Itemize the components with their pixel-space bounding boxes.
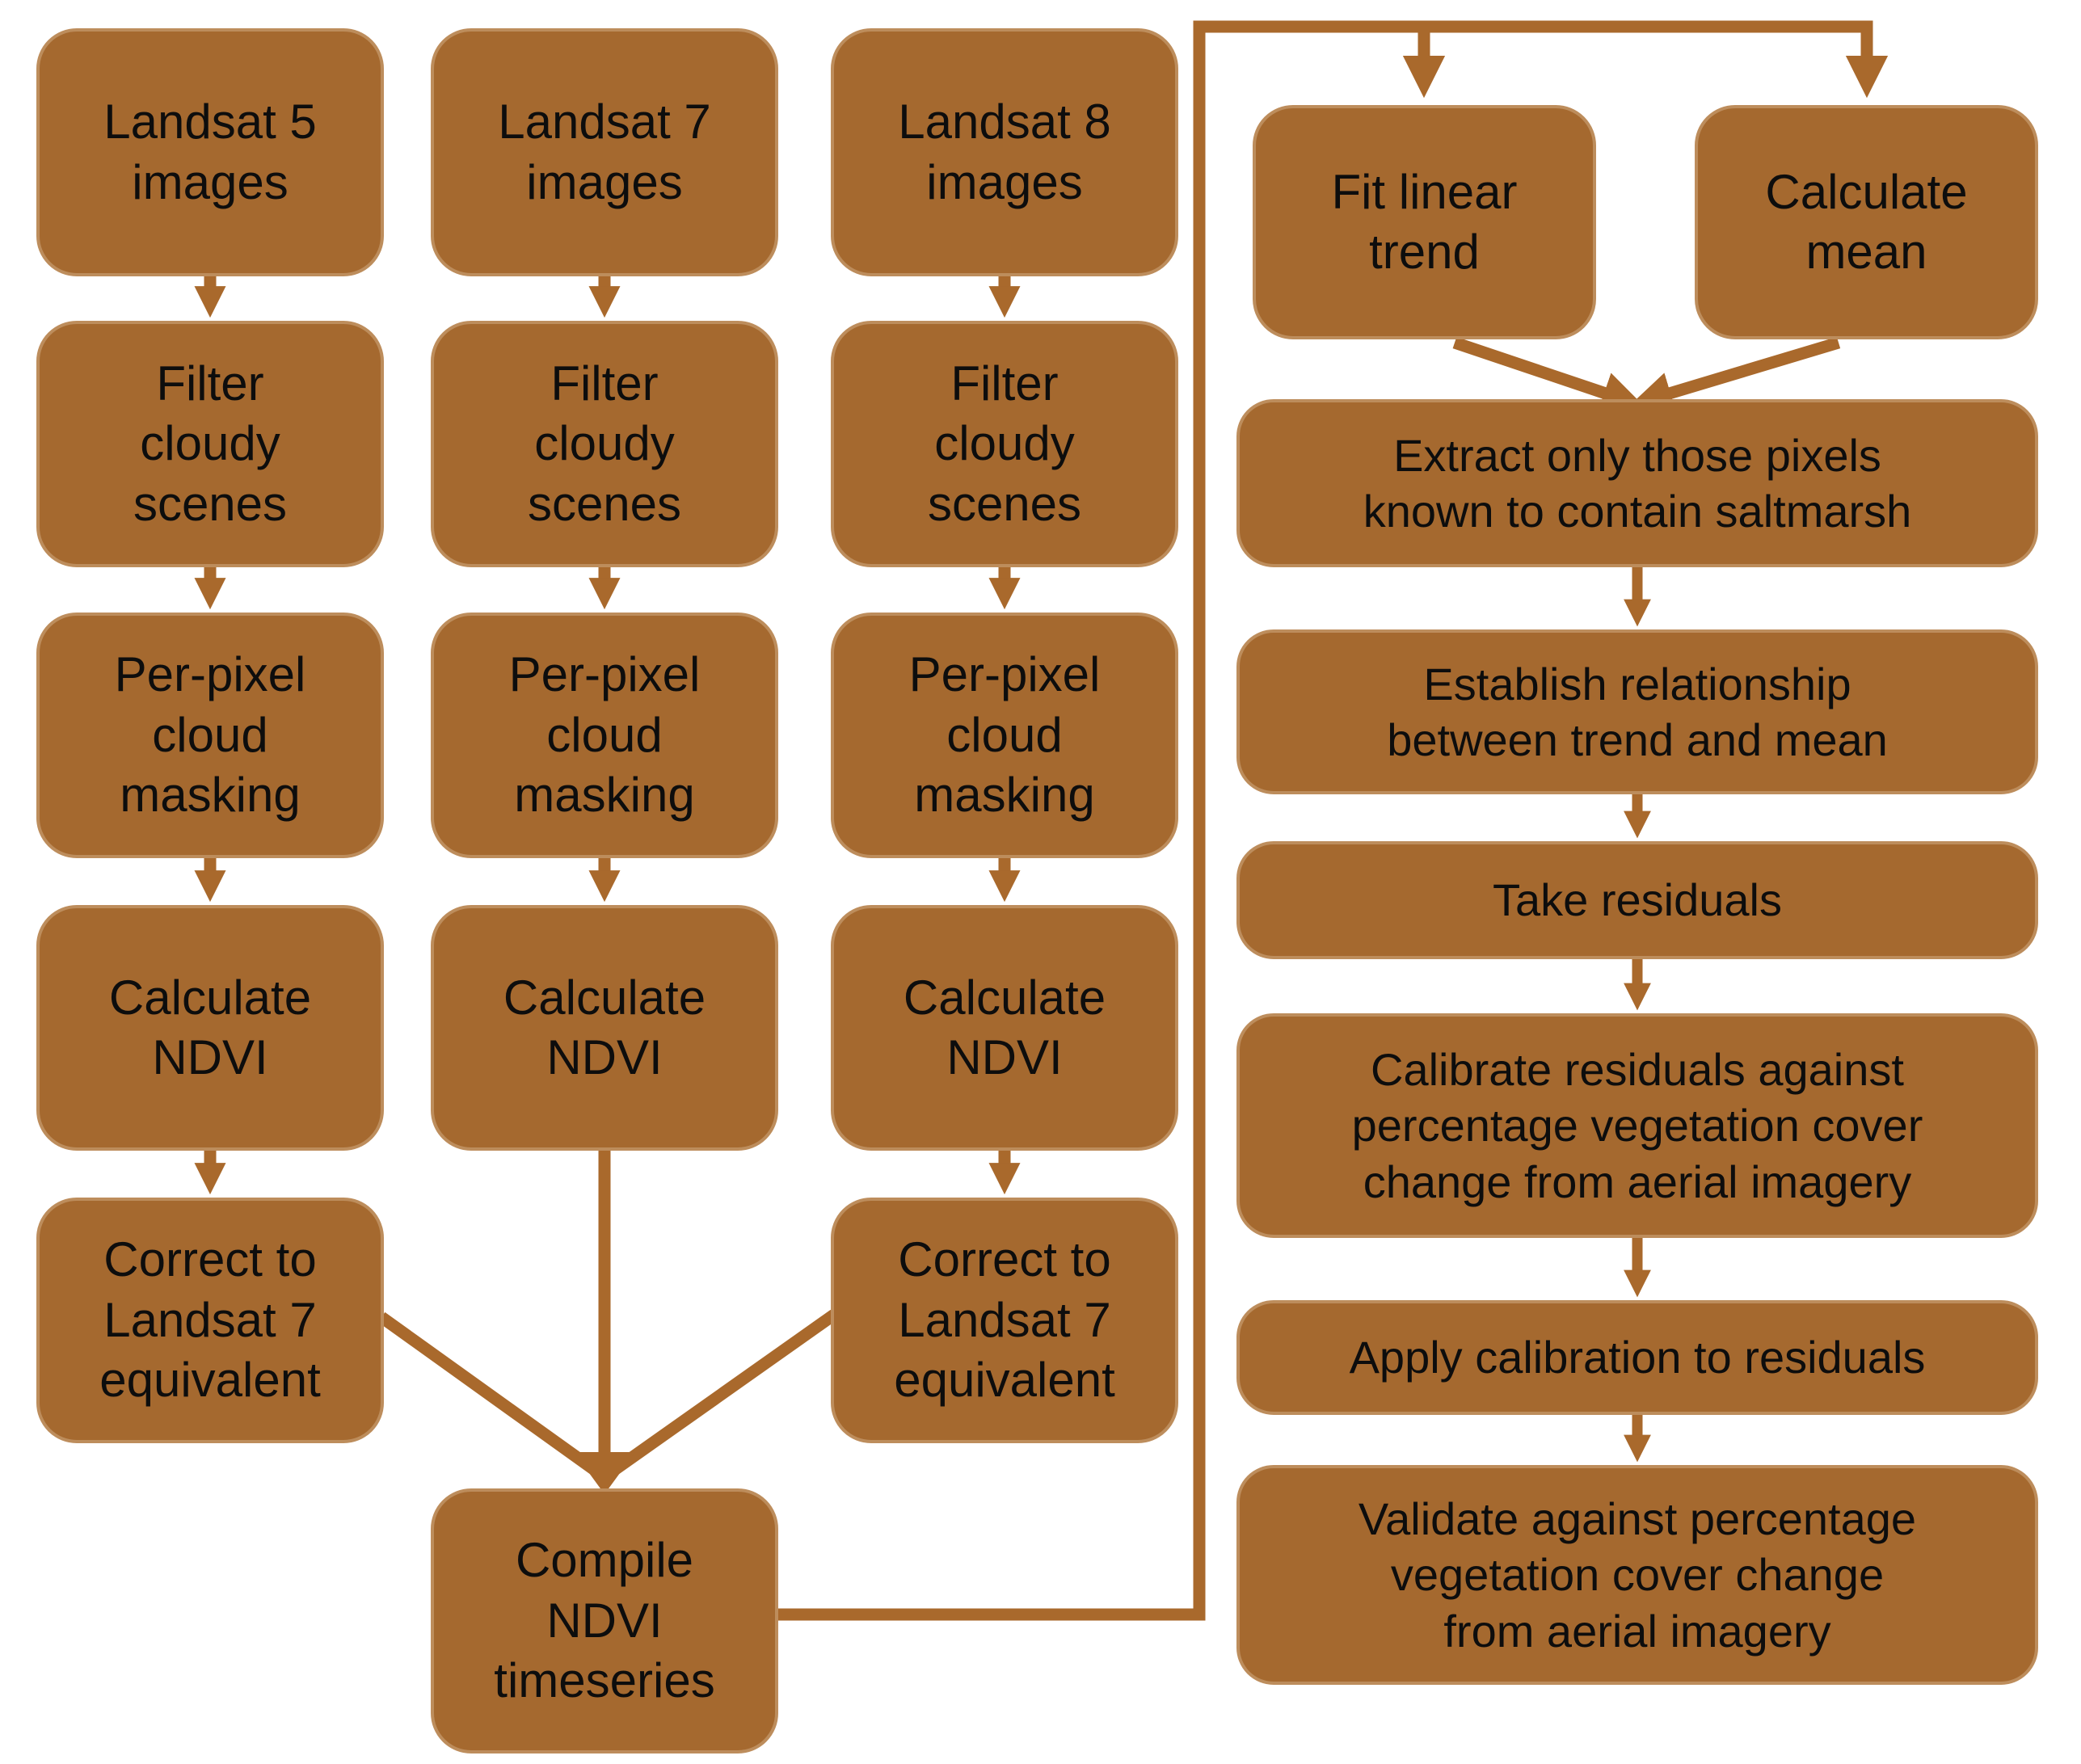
node-landsat5-correct: Correct to Landsat 7 equivalent [36, 1198, 384, 1443]
connector-fit-trend-to-extract [1452, 336, 1645, 414]
node-landsat7-filter: Filter cloudy scenes [431, 321, 778, 567]
node-landsat5-mask: Per-pixel cloud masking [36, 613, 384, 858]
node-landsat8-filter: Filter cloudy scenes [831, 321, 1178, 567]
node-apply-calibration: Apply calibration to residuals [1236, 1300, 2038, 1415]
node-landsat7-ndvi: Calculate NDVI [431, 905, 778, 1151]
node-landsat8-correct: Correct to Landsat 7 equivalent [831, 1198, 1178, 1443]
node-fit-linear-trend: Fit linear trend [1253, 105, 1596, 339]
node-extract-saltmarsh-pixels: Extract only those pixels known to conta… [1236, 399, 2038, 567]
connector-landsat5-correct-to-compile [377, 1311, 600, 1476]
node-establish-relationship: Establish relationship between trend and… [1236, 629, 2038, 794]
merge-arrowhead [574, 1452, 635, 1494]
node-landsat5-filter: Filter cloudy scenes [36, 321, 384, 567]
node-landsat8-images: Landsat 8 images [831, 28, 1178, 276]
node-landsat5-ndvi: Calculate NDVI [36, 905, 384, 1151]
node-landsat8-ndvi: Calculate NDVI [831, 905, 1178, 1151]
node-take-residuals: Take residuals [1236, 841, 2038, 959]
node-calibrate-residuals: Calibrate residuals against percentage v… [1236, 1013, 2038, 1238]
node-validate-against-aerial: Validate against percentage vegetation c… [1236, 1465, 2038, 1685]
connector-calc-mean-to-extract [1629, 336, 1841, 414]
node-calculate-mean: Calculate mean [1695, 105, 2038, 339]
node-landsat5-images: Landsat 5 images [36, 28, 384, 276]
node-compile-ndvi-timeseries: Compile NDVI timeseries [431, 1488, 778, 1753]
connector-compile-to-calculate-mean [774, 20, 1889, 1621]
node-landsat7-images: Landsat 7 images [431, 28, 778, 276]
connector-landsat8-correct-to-compile [609, 1309, 838, 1476]
node-landsat8-mask: Per-pixel cloud masking [831, 613, 1178, 858]
node-landsat7-mask: Per-pixel cloud masking [431, 613, 778, 858]
